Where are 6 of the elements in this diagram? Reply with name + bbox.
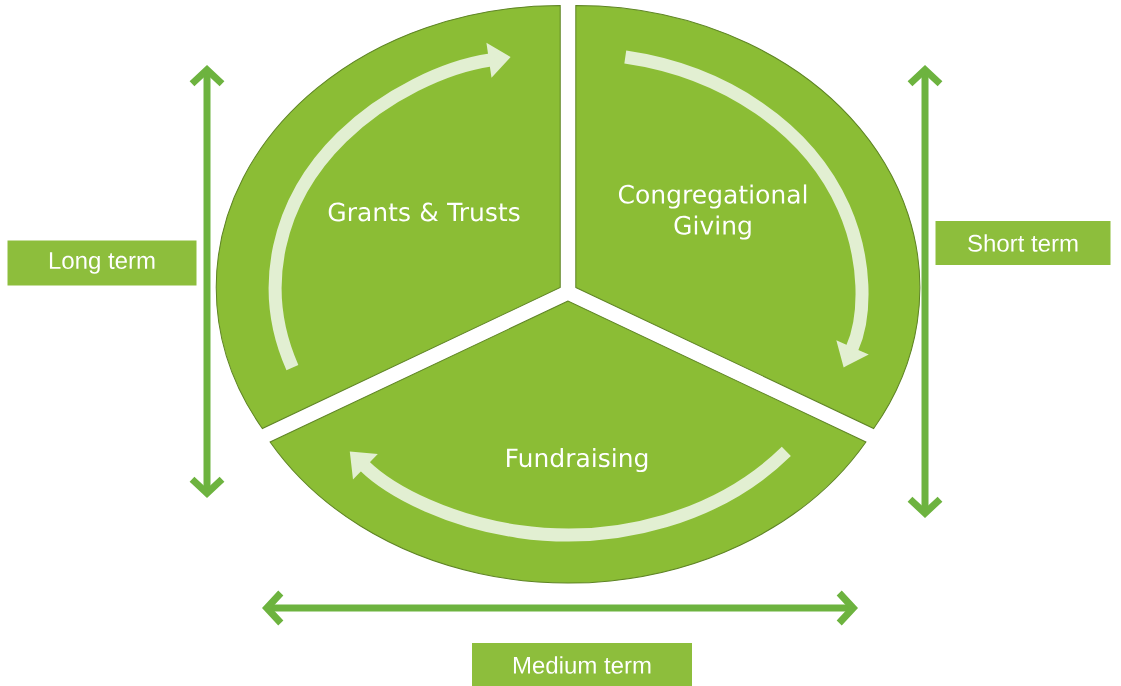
term-label: Short term <box>935 221 1111 265</box>
term-label: Long term <box>7 240 197 286</box>
pie-segment: Grants & Trusts <box>215 5 561 429</box>
term-label: Medium term <box>472 643 692 686</box>
pie-segment: Fundraising <box>269 300 867 584</box>
pie-segment: Congregational Giving <box>575 5 921 429</box>
